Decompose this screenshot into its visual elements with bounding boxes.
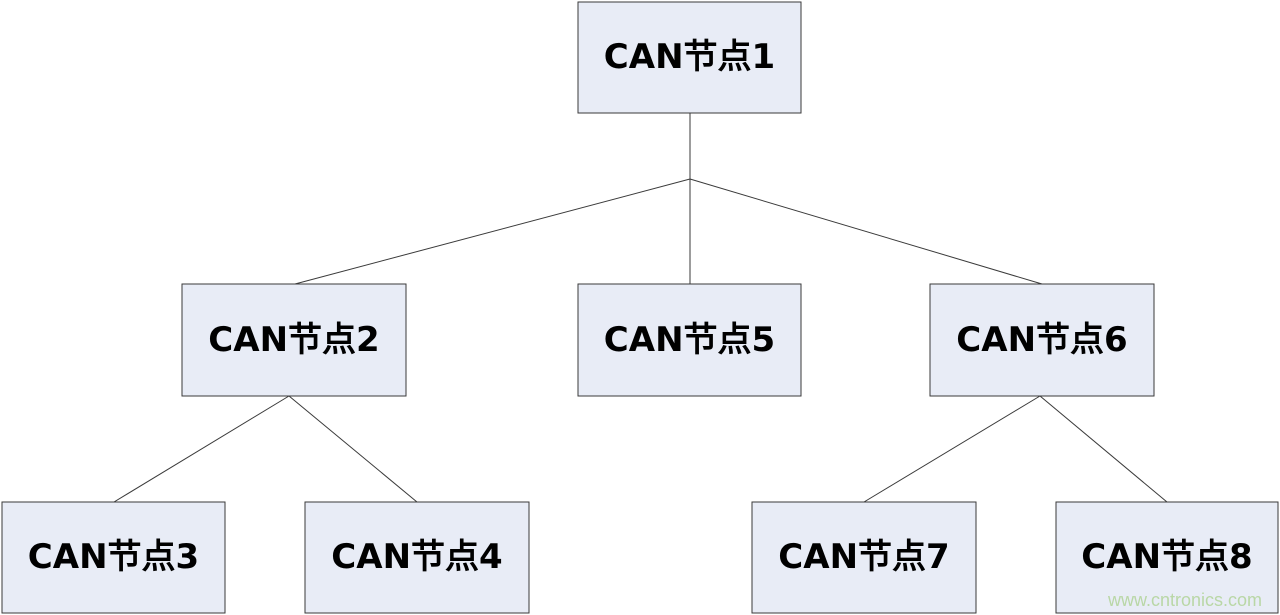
node-can-6: CAN节点6 (929, 283, 1155, 397)
node-label: CAN节点5 (604, 320, 775, 360)
node-box (181, 283, 407, 397)
node-box (751, 501, 977, 614)
node-can-7: CAN节点7 (751, 501, 977, 614)
node-label: CAN节点4 (331, 537, 502, 577)
edge-n2-n4 (288, 395, 418, 503)
node-can-8: CAN节点8 (1055, 501, 1279, 614)
node-box (1055, 501, 1279, 614)
edge-n1-n6 (689, 178, 1043, 285)
node-label: CAN节点2 (208, 320, 379, 360)
node-can-2: CAN节点2 (181, 283, 407, 397)
node-box (577, 1, 802, 114)
node-label: CAN节点6 (956, 320, 1127, 360)
watermark-text: www.cntronics.com (1107, 590, 1262, 610)
node-can-5: CAN节点5 (577, 283, 802, 397)
edge-n6-n8 (1039, 395, 1168, 503)
edges (113, 113, 1168, 503)
node-label: CAN节点7 (778, 537, 949, 577)
edge-n2-n3 (113, 395, 290, 503)
node-box (577, 283, 802, 397)
node-can-4: CAN节点4 (304, 501, 530, 614)
node-label: CAN节点3 (28, 537, 199, 577)
node-can-1: CAN节点1 (577, 1, 802, 114)
node-label: CAN节点8 (1081, 537, 1252, 577)
edge-n6-n7 (863, 395, 1041, 503)
node-box (1, 501, 226, 614)
node-box (304, 501, 530, 614)
node-box (929, 283, 1155, 397)
node-label: CAN节点1 (604, 37, 775, 77)
edge-n1-n2 (294, 178, 691, 285)
node-can-3: CAN节点3 (1, 501, 226, 614)
